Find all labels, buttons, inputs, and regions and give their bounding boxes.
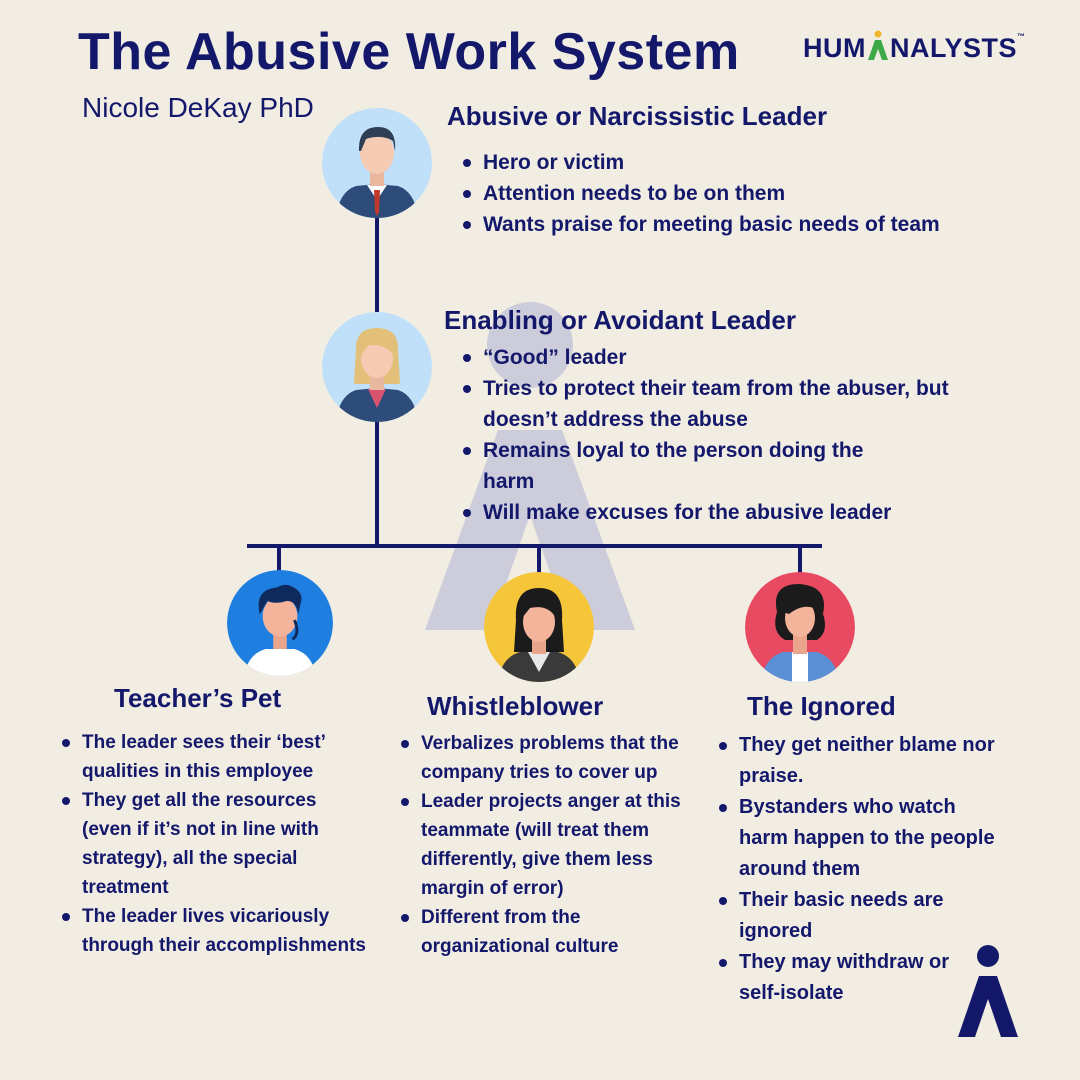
list-item: Verbalizes problems that the company tri… — [399, 729, 699, 787]
teachers-pet-traits: The leader sees their ‘best’ qualities i… — [60, 728, 370, 960]
whistleblower-title: Whistleblower — [427, 691, 604, 721]
list-item: Will make excuses for the abusive leader — [461, 497, 981, 528]
watermark-figure-icon — [425, 302, 635, 630]
the-ignored-traits: They get neither blame nor praise. Bysta… — [717, 730, 1007, 1009]
list-item: Bystanders who watch harm happen to the … — [717, 792, 1007, 885]
the-ignored-title: The Ignored — [747, 691, 896, 721]
brand-a-figure-icon — [868, 30, 888, 60]
list-item: Remains loyal to the person doing the ha… — [461, 435, 981, 497]
list-item: Their basic needs are ignored — [717, 885, 1007, 947]
list-item: Attention needs to be on them — [461, 178, 961, 209]
list-item: The leader sees their ‘best’ qualities i… — [60, 728, 370, 786]
abusive-leader-avatar — [322, 108, 432, 218]
list-item: Tries to protect their team from the abu… — [461, 373, 981, 435]
corner-figure-logo-icon — [958, 945, 1018, 1037]
list-item: The leader lives vicariously through the… — [60, 902, 370, 960]
list-item: Hero or victim — [461, 147, 961, 178]
list-item: “Good” leader — [461, 342, 981, 373]
brand-trademark: ™ — [1017, 32, 1026, 41]
enabling-leader-title: Enabling or Avoidant Leader — [444, 305, 797, 335]
page-title: The Abusive Work System — [78, 23, 740, 81]
brand-name-end: NALYSTS — [890, 33, 1018, 63]
teachers-pet-title: Teacher’s Pet — [114, 683, 282, 713]
abusive-leader-traits: Hero or victim Attention needs to be on … — [461, 147, 961, 240]
brand-name-start: HUM — [803, 33, 866, 63]
list-item: Different from the organizational cultur… — [399, 903, 699, 961]
abusive-leader-title: Abusive or Narcissistic Leader — [447, 101, 828, 131]
teachers-pet-avatar — [227, 570, 333, 676]
whistleblower-traits: Verbalizes problems that the company tri… — [399, 729, 699, 961]
brand-logo: HUM NALYSTS™ — [803, 30, 1026, 64]
whistleblower-avatar — [484, 572, 594, 682]
enabling-leader-avatar — [322, 312, 432, 422]
list-item: They may withdraw or self-isolate — [717, 947, 1007, 1009]
the-ignored-avatar — [745, 572, 855, 682]
list-item: They get all the resources (even if it’s… — [60, 786, 370, 902]
author-name: Nicole DeKay PhD — [82, 92, 314, 123]
list-item: Leader projects anger at this teammate (… — [399, 787, 699, 903]
list-item: Wants praise for meeting basic needs of … — [461, 209, 961, 240]
list-item: They get neither blame nor praise. — [717, 730, 1007, 792]
enabling-leader-traits: “Good” leader Tries to protect their tea… — [461, 342, 981, 528]
